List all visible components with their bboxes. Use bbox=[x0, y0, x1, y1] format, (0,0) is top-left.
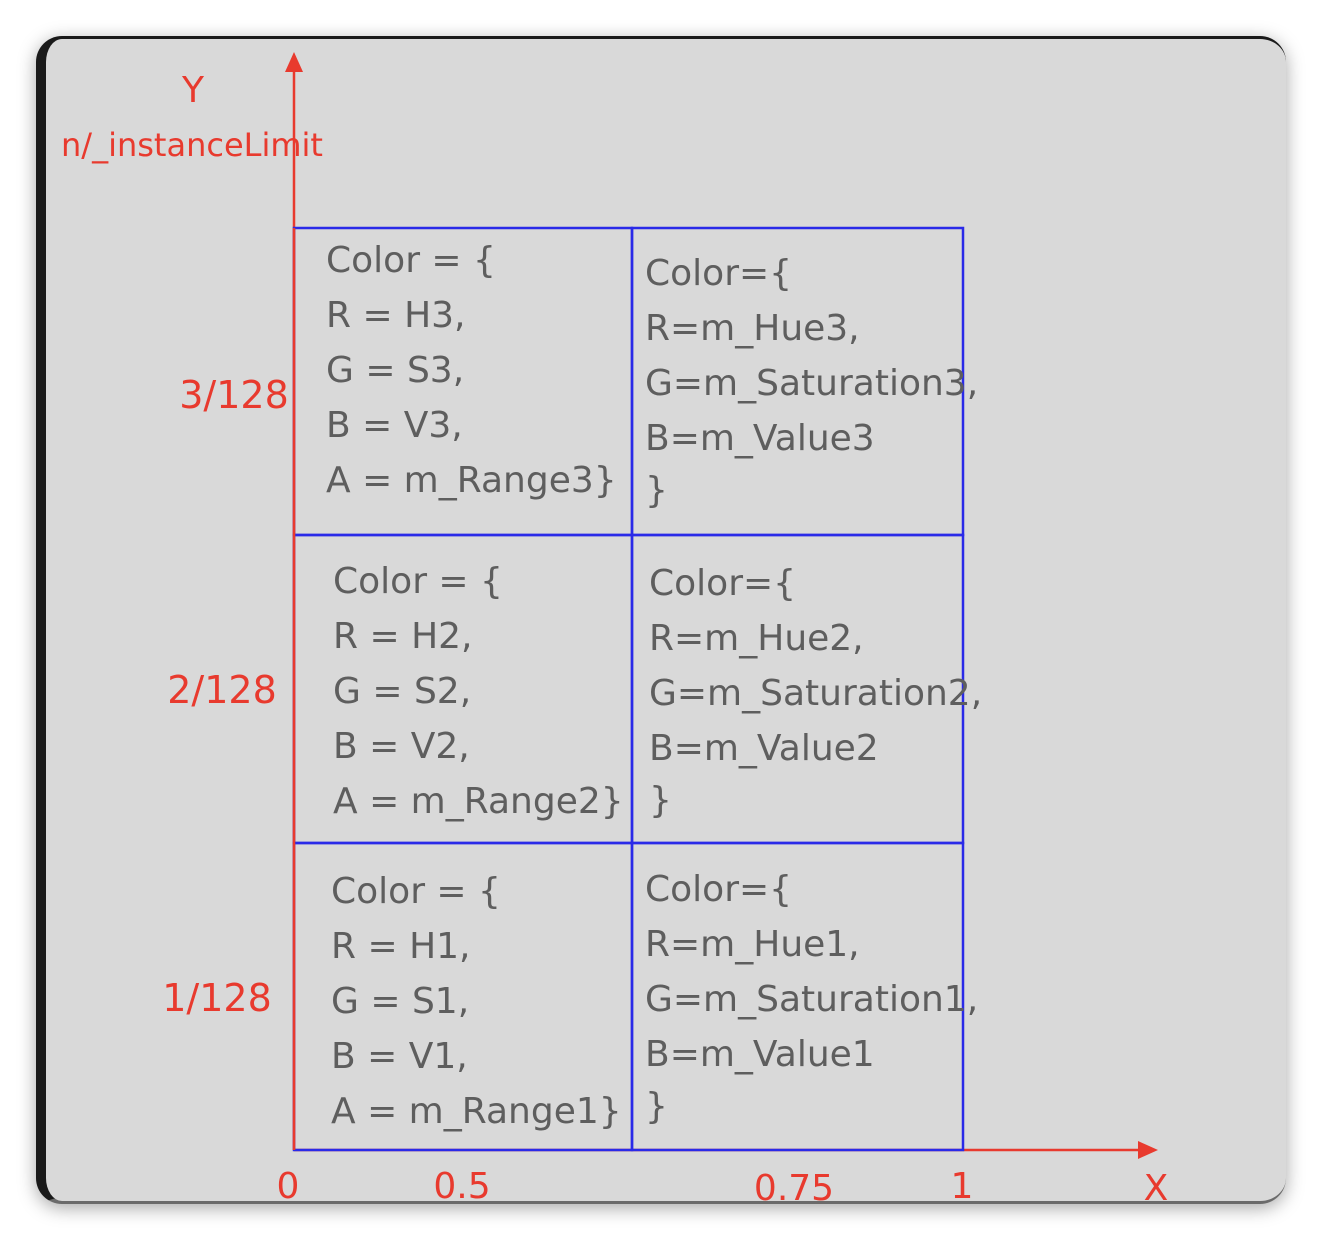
cell-line: B = V3, bbox=[326, 405, 463, 446]
cell-line: G = S3, bbox=[326, 350, 464, 391]
cell-line: G = S2, bbox=[333, 671, 471, 712]
cell-line: B=m_Value1 bbox=[645, 1034, 875, 1075]
cell-line: Color={ bbox=[645, 253, 792, 294]
cell-line: Color={ bbox=[649, 563, 796, 604]
cell-line: A = m_Range2} bbox=[333, 781, 624, 822]
cell-line: G=m_Saturation2, bbox=[649, 673, 982, 714]
cell-line: B=m_Value3 bbox=[645, 418, 875, 459]
x-tick-label: 0.5 bbox=[433, 1166, 490, 1207]
y-tick-label: 3/128 bbox=[179, 373, 289, 417]
cell-line: Color = { bbox=[333, 561, 503, 602]
cell-line: } bbox=[649, 780, 672, 821]
y-axis-arrow bbox=[285, 52, 303, 72]
y-tick-label: 1/128 bbox=[162, 976, 272, 1020]
cell-text-row2-left: Color = { R = H2, G = S2, B = V2, A = m_… bbox=[333, 561, 624, 822]
cell-line: B=m_Value2 bbox=[649, 728, 879, 769]
cell-line: R = H2, bbox=[333, 616, 472, 657]
cell-line: B = V1, bbox=[331, 1036, 468, 1077]
cell-grid bbox=[292, 226, 965, 1152]
cell-line: R=m_Hue2, bbox=[649, 618, 864, 659]
cell-line: } bbox=[645, 470, 668, 511]
x-tick-label: 0 bbox=[277, 1166, 300, 1207]
cell-line: A = m_Range3} bbox=[326, 460, 617, 501]
cell-line: Color={ bbox=[645, 869, 792, 910]
cell-text-row3-right: Color={ R=m_Hue3, G=m_Saturation3, B=m_V… bbox=[645, 253, 978, 511]
cell-line: R=m_Hue1, bbox=[645, 924, 860, 965]
y-axis-label: Y bbox=[181, 70, 205, 111]
cell-text-row3-left: Color = { R = H3, G = S3, B = V3, A = m_… bbox=[326, 240, 617, 501]
cell-line: B = V2, bbox=[333, 726, 470, 767]
cell-line: R = H1, bbox=[331, 926, 470, 967]
cell-line: A = m_Range1} bbox=[331, 1091, 622, 1132]
x-axis-label: X bbox=[1144, 1168, 1169, 1209]
x-axis-arrow bbox=[1138, 1141, 1158, 1159]
y-tick-label: 2/128 bbox=[167, 668, 277, 712]
cell-line: G=m_Saturation1, bbox=[645, 979, 978, 1020]
x-tick-label: 0.75 bbox=[754, 1168, 834, 1209]
y-axis-sublabel: n/_instanceLimit bbox=[61, 126, 323, 164]
cell-line: Color = { bbox=[326, 240, 496, 281]
cell-line: R=m_Hue3, bbox=[645, 308, 860, 349]
cell-line: Color = { bbox=[331, 871, 501, 912]
cell-line: R = H3, bbox=[326, 295, 465, 336]
diagram-frame bbox=[36, 36, 1286, 1204]
cell-line: } bbox=[645, 1086, 668, 1127]
cell-text-row2-right: Color={ R=m_Hue2, G=m_Saturation2, B=m_V… bbox=[649, 563, 982, 821]
cell-line: G = S1, bbox=[331, 981, 469, 1022]
cell-text-row1-right: Color={ R=m_Hue1, G=m_Saturation1, B=m_V… bbox=[645, 869, 978, 1127]
x-tick-label: 1 bbox=[951, 1166, 974, 1207]
cell-text-row1-left: Color = { R = H1, G = S1, B = V1, A = m_… bbox=[331, 871, 622, 1132]
cell-line: G=m_Saturation3, bbox=[645, 363, 978, 404]
cell-row1-right bbox=[630, 841, 965, 1152]
